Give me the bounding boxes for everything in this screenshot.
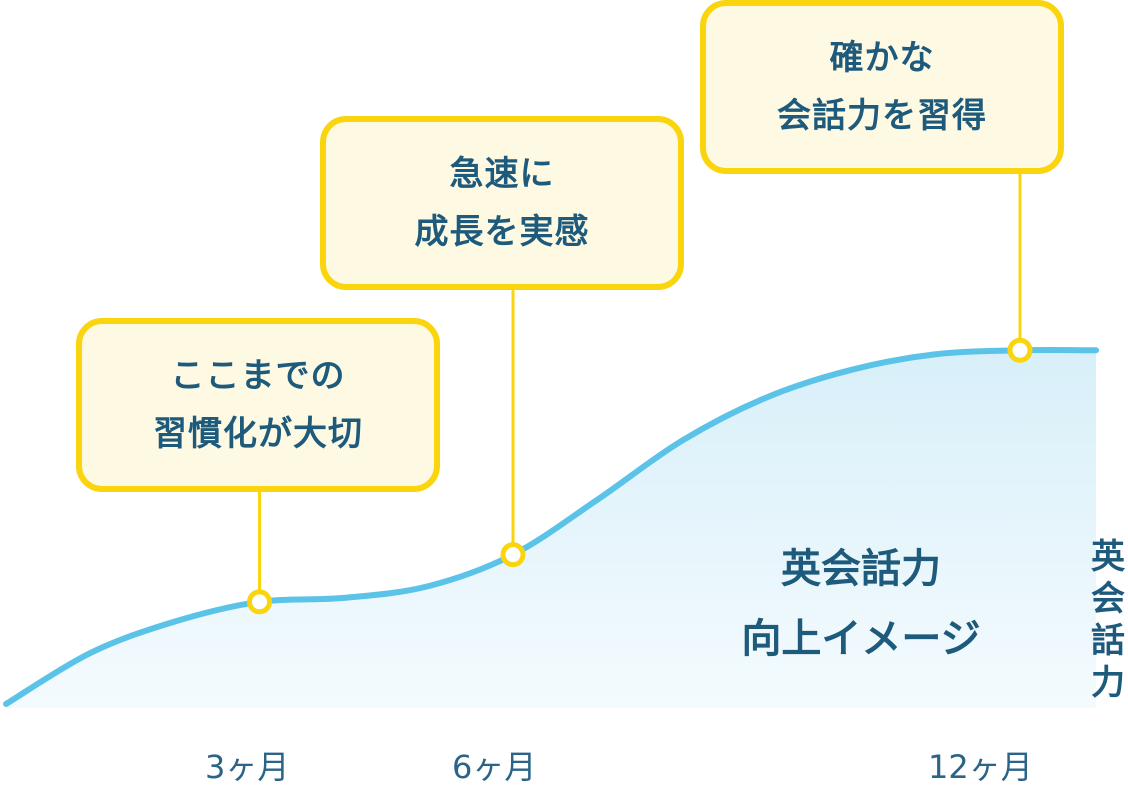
- callout-12-months-line2: 会話力を習得: [777, 96, 987, 136]
- callout-6-months-line2: 成長を実感: [414, 212, 590, 252]
- chart-center-label: 英会話力 向上イメージ: [696, 534, 1026, 674]
- y-axis-label: 英会話力: [1091, 537, 1125, 703]
- callout-6-months: 急速に 成長を実感: [320, 116, 684, 290]
- center-label-line2: 向上イメージ: [741, 616, 981, 662]
- callout-12-months: 確かな 会話力を習得: [700, 0, 1064, 174]
- x-tick-3-months: 3ヶ月: [205, 748, 290, 786]
- callout-3-months-line1: ここまでの: [170, 356, 346, 396]
- milestone-point: [247, 589, 272, 615]
- milestone-point: [500, 542, 526, 568]
- milestone-point: [1007, 337, 1033, 363]
- callout-6-months-line1: 急速に: [449, 154, 555, 194]
- callout-12-months-line1: 確かな: [829, 38, 935, 78]
- growth-line: [3, 347, 1100, 707]
- growth-area: [6, 350, 1097, 708]
- callout-3-months: ここまでの 習慣化が大切: [76, 318, 440, 492]
- center-label-line1: 英会話力: [781, 546, 941, 592]
- x-tick-12-months: 12ヶ月: [928, 748, 1033, 786]
- x-tick-6-months: 6ヶ月: [452, 748, 537, 786]
- callout-3-months-line2: 習慣化が大切: [153, 414, 363, 454]
